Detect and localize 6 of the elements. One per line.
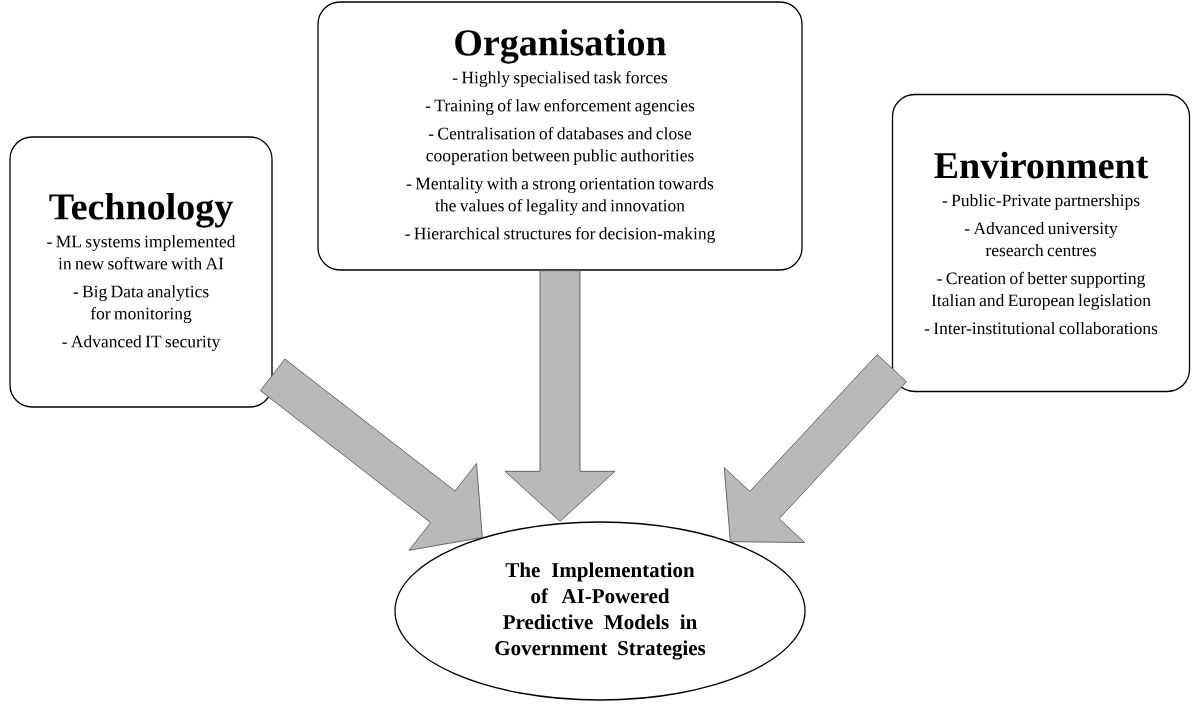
factor-box: Organisation - Highly specialised task forces - Training of law enforcement agencies - Centralisation of databases and close cooperation between public authorities - Mentality with a strong orientation towards the values of legality and innovation - Hierarchical structures for decision-making	[317, 1, 803, 271]
block-arrow	[260, 358, 483, 551]
block-arrow	[723, 354, 907, 543]
block-arrow	[504, 270, 616, 522]
factor-box: Environment - Public-Private partnerships - Advanced university research centres - Creation of better supporting Italian and European legislation - Inter-institutional collaborations	[891, 93, 1191, 393]
factor-box: Technology - ML systems implemented in new software with AI - Big Data analytics for monitoring - Advanced IT security	[9, 136, 273, 408]
